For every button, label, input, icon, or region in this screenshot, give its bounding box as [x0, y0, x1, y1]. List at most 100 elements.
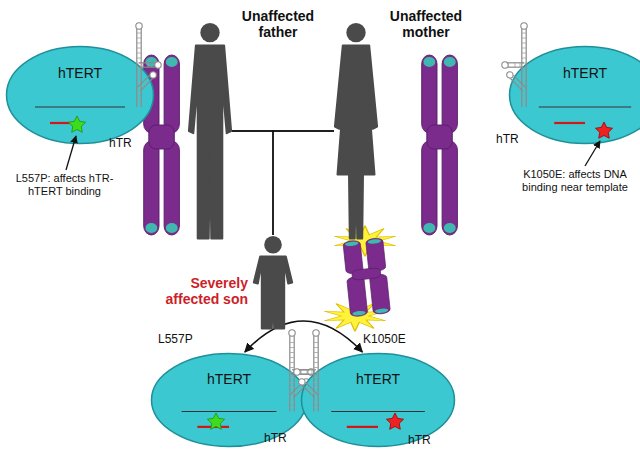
- person-icon: [253, 235, 293, 330]
- rna-strand: [35, 106, 125, 107]
- rna-loop: [313, 330, 319, 336]
- rna-loop: [294, 369, 300, 375]
- rna-template: [347, 426, 378, 428]
- enzyme-shape: [508, 45, 640, 145]
- rna-base-pair: [148, 63, 149, 67]
- leader-arrow: [585, 141, 600, 166]
- rna-base-pair: [137, 88, 141, 89]
- htert-body: [302, 354, 455, 447]
- telomere-damage-burst: [334, 226, 395, 257]
- pedigree-line: [232, 130, 334, 131]
- rna-base-pair: [314, 407, 318, 408]
- rna-base-pair: [522, 38, 526, 39]
- rna-label: hTR: [496, 133, 519, 147]
- rna-base-pair: [307, 370, 308, 374]
- rna-base-pair: [314, 347, 318, 348]
- protein-label: hTERT: [150, 371, 308, 387]
- telomere-damage-burst: [324, 301, 385, 332]
- rna-base-pair: [515, 63, 516, 67]
- member-label: Unaffected mother: [384, 8, 468, 40]
- rna-strand: [137, 75, 149, 87]
- protein-label: hTERT: [5, 65, 155, 81]
- member-label: Unaffected father: [236, 8, 320, 40]
- rna-base-pair: [137, 93, 141, 94]
- mutation-star: [386, 413, 403, 429]
- family-member: Unaffected father: [188, 22, 232, 240]
- rna-base-pair: [522, 98, 526, 99]
- person-body: [189, 45, 231, 238]
- rna-base-pair: [522, 88, 526, 89]
- person-body: [254, 257, 292, 329]
- rna-strand: [302, 386, 314, 398]
- rna-base-pair: [314, 377, 318, 378]
- rna-base-pair: [522, 78, 526, 79]
- rna-base-pair: [522, 73, 526, 74]
- rna-base-pair: [137, 53, 141, 54]
- rna-base-pair: [308, 388, 311, 391]
- rna-base-pair: [290, 367, 294, 368]
- rna-base-pair: [290, 342, 294, 343]
- htert-enzyme: hTERT hTR: [150, 352, 308, 448]
- protein-label: hTERT: [508, 65, 640, 81]
- rna-base-pair: [140, 85, 143, 88]
- family-member: Severely affected son: [253, 235, 293, 330]
- person-head: [264, 236, 282, 254]
- rna-base-pair: [293, 392, 296, 395]
- rna-loop: [299, 379, 305, 385]
- rna-base-pair: [290, 402, 294, 403]
- mutation-label: L557P: [158, 333, 210, 347]
- protein-label: hTERT: [300, 371, 456, 387]
- rna-strand: [508, 67, 524, 68]
- rna-loop: [502, 62, 508, 68]
- rna-loop: [289, 330, 295, 336]
- person-body: [335, 45, 377, 238]
- rna-base-pair: [314, 382, 318, 383]
- rna-strand: [139, 67, 155, 68]
- rna-base-pair: [137, 103, 141, 104]
- rna-base-pair: [312, 392, 315, 395]
- rna-base-pair: [522, 43, 526, 44]
- person-head: [346, 23, 365, 42]
- rna-base-pair: [314, 402, 318, 403]
- rna-template: [554, 122, 585, 124]
- rna-strand: [539, 106, 631, 107]
- rna-base-pair: [290, 352, 294, 353]
- rna-base-pair: [290, 347, 294, 348]
- rna-label: hTR: [264, 432, 287, 446]
- rna-base-pair: [144, 81, 147, 84]
- pedigree-line: [232, 131, 273, 235]
- rna-strand: [508, 62, 524, 63]
- rna-base-pair: [522, 48, 526, 49]
- enzyme-shape: [5, 45, 155, 145]
- rna-strand: [510, 79, 522, 91]
- rna-strand: [139, 62, 155, 63]
- mutation-callout: L557P: affects hTR-hTERT binding: [2, 172, 127, 197]
- rna-loop: [150, 72, 156, 78]
- mother-chromosome: [422, 55, 458, 235]
- rna-strand: [141, 79, 153, 91]
- rna-loop: [136, 23, 142, 29]
- rna-base-pair: [522, 83, 526, 84]
- rna-base-pair: [522, 33, 526, 34]
- family-member: Unaffected mother: [334, 22, 378, 240]
- person-icon: [334, 22, 378, 240]
- rna-base-pair: [143, 63, 144, 67]
- member-label: Severely affected son: [153, 275, 248, 307]
- htert-body: [510, 47, 640, 144]
- rna-strand: [514, 75, 526, 87]
- rna-base-pair: [290, 382, 294, 383]
- rna-base-pair: [137, 73, 141, 74]
- rna-base-pair: [290, 387, 294, 388]
- rna-base-pair: [290, 362, 294, 363]
- mutation-callout: K1050E: affects DNA binding near templat…: [512, 168, 638, 193]
- htert-enzyme: hTERThTR: [5, 45, 155, 145]
- rna-base-pair: [314, 352, 318, 353]
- rna-strand: [331, 411, 425, 412]
- htert-body: [7, 47, 154, 144]
- rna-base-pair: [516, 81, 519, 84]
- rna-base-pair: [314, 357, 318, 358]
- mutation-star: [595, 122, 612, 138]
- rna-strand: [182, 411, 277, 412]
- rna-base-pair: [137, 58, 141, 59]
